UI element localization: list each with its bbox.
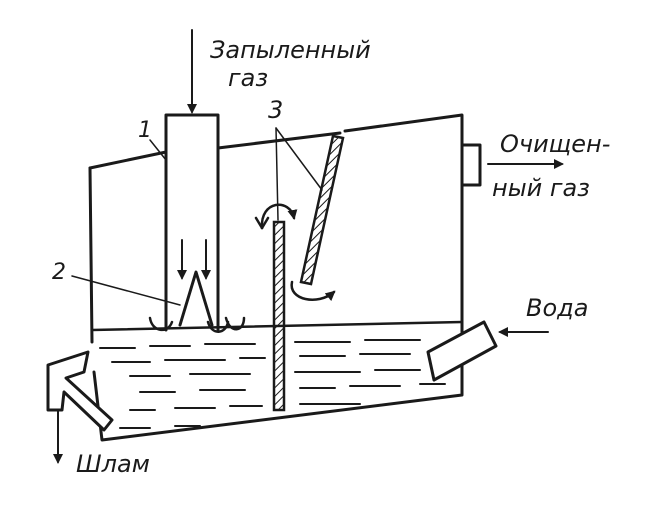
- tank-left-wall: [88, 166, 94, 344]
- turn-arrow: [290, 280, 336, 302]
- dusty-gas-label-2: газ: [228, 64, 269, 92]
- rotation-arrow: [260, 203, 298, 230]
- leader-3a: [275, 127, 279, 221]
- leader-1: [149, 139, 167, 161]
- clean-gas-label-2: ный газ: [492, 174, 590, 202]
- water-label: Вода: [526, 294, 589, 322]
- dusty-gas-label: Запыленный: [210, 36, 371, 64]
- leader-3b: [275, 127, 323, 191]
- leader-2: [71, 275, 181, 306]
- callout-2: 2: [52, 260, 66, 285]
- clean-gas-outlet: [460, 143, 482, 187]
- inclined-baffle: [299, 134, 345, 286]
- inlet-pipe: [164, 113, 220, 332]
- water-inlet: [426, 320, 498, 382]
- clean-gas-label: Очищен-: [500, 130, 611, 158]
- water-dashes: [99, 339, 446, 429]
- vertical-baffle: [272, 220, 286, 412]
- splash-curl-right: [224, 316, 246, 331]
- cone-deflector: [178, 270, 214, 327]
- callout-3: 3: [268, 96, 284, 124]
- splash-curl-mid: [206, 320, 230, 333]
- callout-1: 1: [138, 118, 152, 143]
- sludge-label: Шлам: [76, 450, 150, 478]
- sludge-outlet: [46, 350, 114, 432]
